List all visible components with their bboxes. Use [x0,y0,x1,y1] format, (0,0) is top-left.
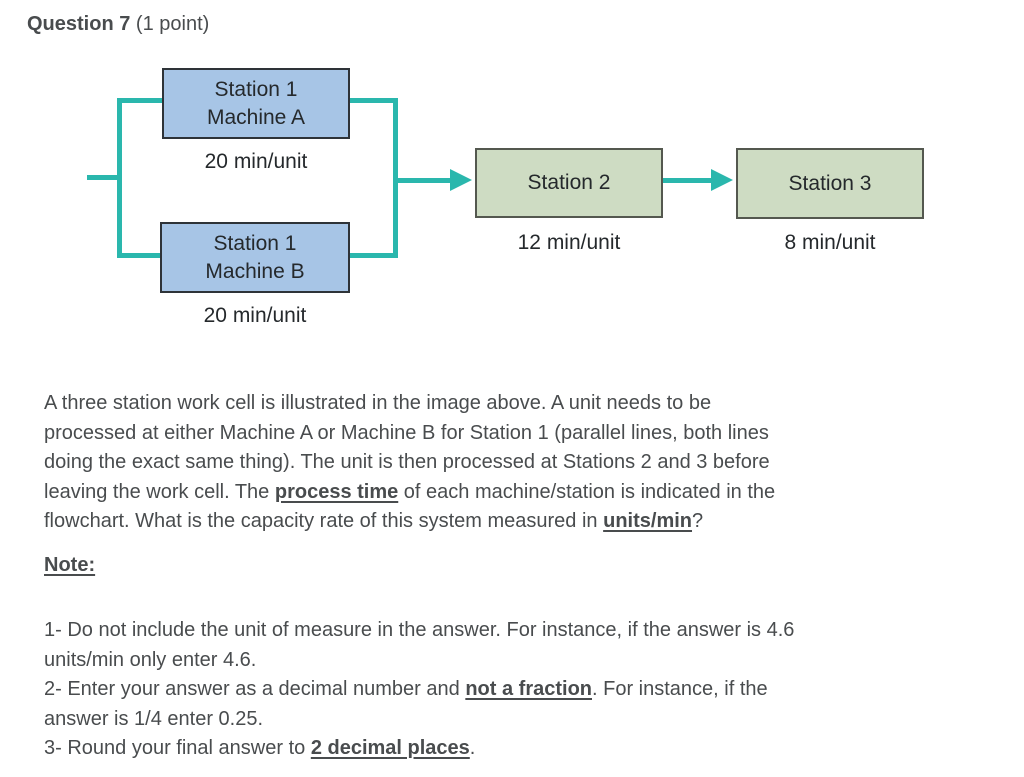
station3-rate-label: 8 min/unit [784,231,876,254]
station2-box: Station 2 [475,148,663,218]
station1-machine-b-label-line1: Station 1 [213,231,297,255]
arrow-to-station2-shaft [393,178,450,183]
station1-machine-b-box: Station 1 Machine B [160,222,350,293]
note-text-segment: answer is 1/4 enter 0.25. [44,707,264,730]
station1-machine-b-label-line2: Machine B [205,259,305,283]
note-list: 1- Do not include the unit of measure in… [44,616,794,764]
question-text-segment: A three station work cell is illustrated… [44,392,712,414]
branch-bottom-left-line [117,253,162,258]
question-text-segment: flowchart. What is the capacity rate of … [44,510,604,532]
note-line: 1- Do not include the unit of measure in… [44,616,794,646]
question-text-segment: of each machine/station is indicated in … [398,480,776,503]
note-text-segment: . [469,737,476,759]
machine-b-rate-label: 20 min/unit [203,304,307,327]
note-line: answer is 1/4 enter 0.25. [44,705,794,735]
question-text-line: A three station work cell is illustrated… [44,389,775,419]
branch-top-right-line [350,98,398,103]
station2-rate-label: 12 min/unit [517,231,621,254]
station2-label: Station 2 [527,171,611,195]
station1-machine-a-label-line2: Machine A [206,105,306,129]
question-header: Question 7 (1 point) [27,13,209,36]
station3-box: Station 3 [736,148,924,219]
note-heading: Note: [44,551,95,581]
branch-top-left-line [117,98,162,103]
two-decimal-places-emphasis: 2 decimal places [310,737,470,759]
units-min-emphasis: units/min [603,510,693,532]
note-text-segment: 3- Round your final answer to [44,737,311,759]
note-line: units/min only enter 4.6. [44,646,794,676]
station1-machine-a-label-line1: Station 1 [214,77,298,101]
station1-machine-a-box: Station 1 Machine A [162,68,350,139]
process-time-emphasis: process time [274,480,399,503]
arrow-to-station2-head-icon [450,169,472,191]
split-vertical-line [117,98,122,258]
machine-a-rate-label: 20 min/unit [204,150,308,173]
arrow-to-station3-head-icon [711,169,733,191]
question-text-segment: doing the exact same thing). The unit is… [44,451,770,473]
note-text-segment: 2- Enter your answer as a decimal number… [44,678,466,700]
question-text-line: leaving the work cell. The process time … [44,478,775,508]
note-text-segment: 1- Do not include the unit of measure in… [44,619,795,641]
question-number: Question 7 [27,13,131,35]
note-line: 3- Round your final answer to 2 decimal … [44,734,794,764]
question-points: (1 point) [135,13,210,35]
note-line: 2- Enter your answer as a decimal number… [44,675,794,705]
arrow-to-station3-shaft [663,178,711,183]
branch-bottom-right-line [350,253,398,258]
station3-label: Station 3 [788,171,872,195]
question-text-segment: leaving the work cell. The [44,480,275,503]
question-text-segment: ? [692,510,704,532]
note-text-segment: units/min only enter 4.6. [44,648,257,671]
work-cell-flowchart: Station 1 Machine A Station 1 Machine B … [0,0,1024,360]
not-a-fraction-emphasis: not a fraction [465,678,592,700]
question-text-line: processed at either Machine A or Machine… [44,419,775,449]
question-text-line: doing the exact same thing). The unit is… [44,448,775,478]
question-text-segment: processed at either Machine A or Machine… [44,421,769,444]
note-text-segment: . For instance, if the [592,678,768,700]
inflow-line [87,175,120,180]
question-text: A three station work cell is illustrated… [44,389,775,537]
note-heading-text: Note: [44,554,96,576]
question-text-line: flowchart. What is the capacity rate of … [44,507,775,537]
